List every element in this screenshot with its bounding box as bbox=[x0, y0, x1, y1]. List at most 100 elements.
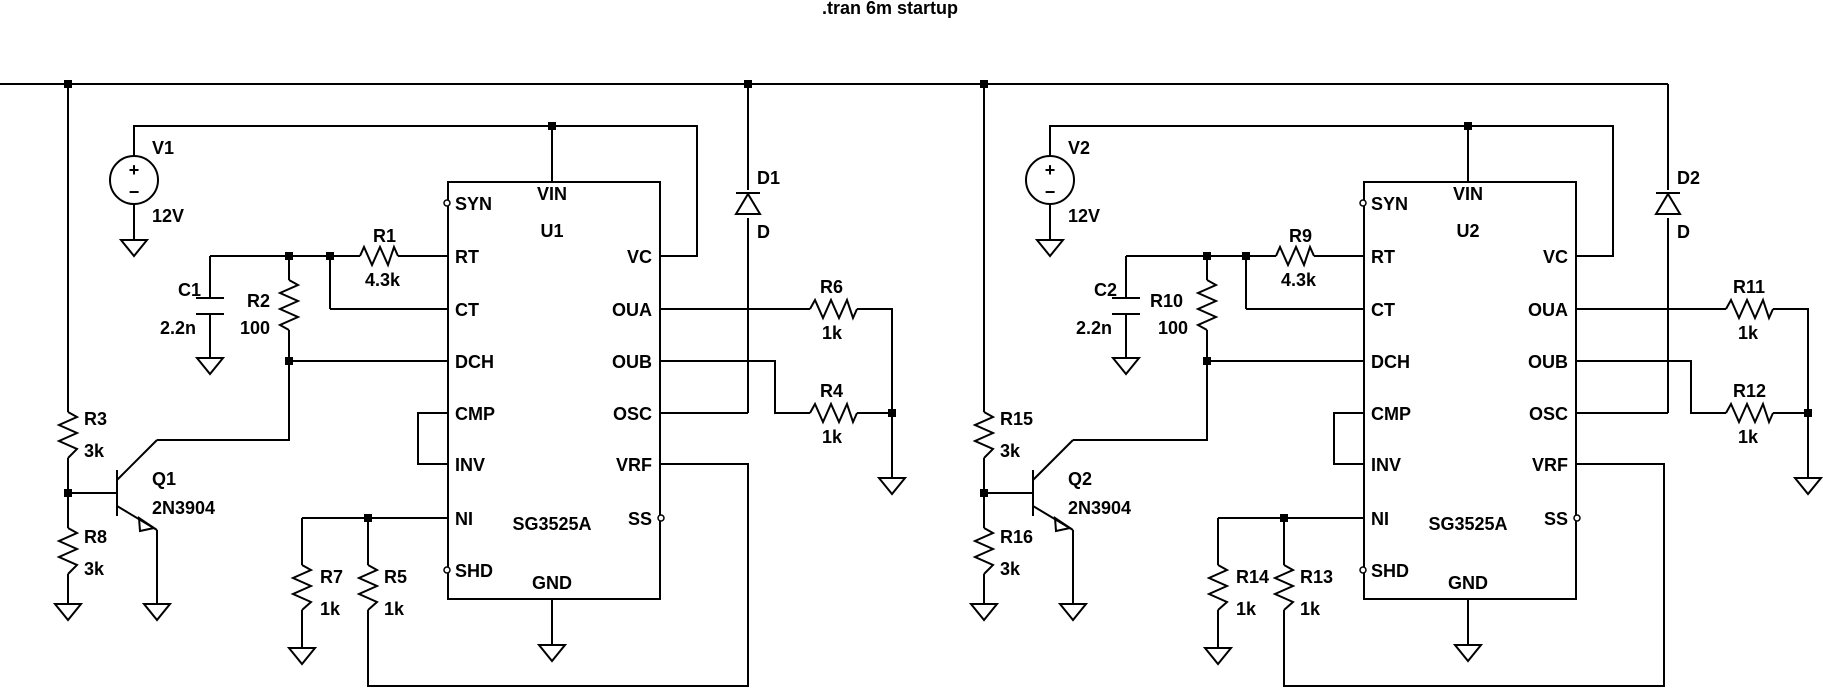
voltage-source-v1[interactable]: + − V1 12V bbox=[109, 138, 184, 226]
ic-ref: U1 bbox=[540, 221, 563, 241]
pin-syn: SYN bbox=[455, 194, 492, 214]
ground-icon bbox=[52, 239, 908, 666]
r5-value: 1k bbox=[384, 599, 405, 619]
pin-ni: NI bbox=[455, 509, 473, 529]
v2-ref: V2 bbox=[1068, 138, 1090, 158]
pin-gnd: GND bbox=[1448, 573, 1488, 593]
resistor-r14[interactable]: R14 1k bbox=[1206, 564, 1269, 619]
r10-value: 100 bbox=[1158, 318, 1188, 338]
v1-ref: V1 bbox=[152, 138, 174, 158]
r16-value: 3k bbox=[1000, 559, 1021, 579]
ground-icon bbox=[968, 239, 1823, 666]
ic-part: SG3525A bbox=[512, 514, 591, 534]
v1-value: 12V bbox=[152, 206, 184, 226]
pin-vin: VIN bbox=[537, 184, 567, 204]
transistor-q2[interactable]: Q2 2N3904 bbox=[1032, 439, 1131, 533]
d2-value: D bbox=[1677, 222, 1690, 242]
pin-osc: OSC bbox=[1529, 404, 1568, 424]
r7-value: 1k bbox=[320, 599, 341, 619]
r6-value: 1k bbox=[822, 323, 843, 343]
pin-syn: SYN bbox=[1371, 194, 1408, 214]
capacitor-c1[interactable]: C1 2.2n bbox=[160, 280, 224, 338]
r5-ref: R5 bbox=[384, 567, 407, 587]
resistor-r4[interactable]: R4 1k bbox=[809, 381, 858, 447]
r1-value: 4.3k bbox=[365, 270, 401, 290]
r2-value: 100 bbox=[240, 318, 270, 338]
q2-ref: Q2 bbox=[1068, 469, 1092, 489]
plus-sign: + bbox=[1045, 160, 1056, 180]
resistor-r10[interactable]: R10 100 bbox=[1150, 279, 1219, 338]
pin-oua: OUA bbox=[1528, 300, 1568, 320]
pin-inv: INV bbox=[455, 455, 485, 475]
pin-ss: SS bbox=[1544, 509, 1568, 529]
ic-part: SG3525A bbox=[1428, 514, 1507, 534]
ic-u2[interactable]: VIN U2 SG3525A GND SYN RT CT DCH CMP INV… bbox=[1359, 181, 1581, 600]
pin-cmp: CMP bbox=[455, 404, 495, 424]
r16-ref: R16 bbox=[1000, 527, 1033, 547]
resistor-r1[interactable]: R1 4.3k bbox=[359, 226, 401, 290]
resistor-r7[interactable]: R7 1k bbox=[290, 564, 343, 619]
resistor-r2[interactable]: R2 100 bbox=[240, 279, 301, 338]
d1-ref: D1 bbox=[757, 168, 780, 188]
pin-shd: SHD bbox=[455, 561, 493, 581]
d1-value: D bbox=[757, 222, 770, 242]
resistor-r16[interactable]: R16 3k bbox=[972, 527, 1033, 579]
r12-ref: R12 bbox=[1733, 381, 1766, 401]
resistor-r13[interactable]: R13 1k bbox=[1272, 564, 1333, 619]
c1-ref: C1 bbox=[178, 280, 201, 300]
pin-rt: RT bbox=[1371, 247, 1395, 267]
diode-d1[interactable]: D1 D bbox=[734, 168, 780, 242]
r4-value: 1k bbox=[822, 427, 843, 447]
pin-dch: DCH bbox=[1371, 352, 1410, 372]
spice-directive: .tran 6m startup bbox=[822, 0, 958, 18]
c2-value: 2.2n bbox=[1076, 318, 1112, 338]
r2-ref: R2 bbox=[247, 291, 270, 311]
pin-gnd: GND bbox=[532, 573, 572, 593]
voltage-source-v2[interactable]: + − V2 12V bbox=[1025, 138, 1100, 226]
resistor-r9[interactable]: R9 4.3k bbox=[1275, 226, 1317, 290]
resistor-r3[interactable]: R3 3k bbox=[56, 409, 107, 461]
pin-vrf: VRF bbox=[616, 455, 652, 475]
r11-ref: R11 bbox=[1733, 277, 1765, 297]
q1-value: 2N3904 bbox=[152, 498, 215, 518]
c2-ref: C2 bbox=[1094, 280, 1117, 300]
r8-value: 3k bbox=[84, 559, 105, 579]
r14-value: 1k bbox=[1236, 599, 1257, 619]
resistor-r6[interactable]: R6 1k bbox=[809, 277, 858, 343]
capacitor-c2[interactable]: C2 2.2n bbox=[1076, 280, 1140, 338]
r1-ref: R1 bbox=[373, 226, 396, 246]
r6-ref: R6 bbox=[820, 277, 843, 297]
pin-oub: OUB bbox=[612, 352, 652, 372]
transistor-q1[interactable]: Q1 2N3904 bbox=[116, 439, 215, 533]
v2-value: 12V bbox=[1068, 206, 1100, 226]
resistor-r5[interactable]: R5 1k bbox=[356, 564, 407, 619]
r12-value: 1k bbox=[1738, 427, 1759, 447]
r4-ref: R4 bbox=[820, 381, 843, 401]
r11-value: 1k bbox=[1738, 323, 1759, 343]
minus-sign: − bbox=[129, 182, 140, 202]
r13-value: 1k bbox=[1300, 599, 1321, 619]
junctions-2 bbox=[980, 80, 1812, 522]
pin-ni: NI bbox=[1371, 509, 1389, 529]
r14-ref: R14 bbox=[1236, 567, 1269, 587]
r7-ref: R7 bbox=[320, 567, 343, 587]
r13-ref: R13 bbox=[1300, 567, 1333, 587]
stage-2: + − V2 12V VIN U2 SG3525A GND SYN RT CT … bbox=[968, 80, 1823, 687]
pin-oub: OUB bbox=[1528, 352, 1568, 372]
r3-ref: R3 bbox=[84, 409, 107, 429]
diode-d2[interactable]: D2 D bbox=[1654, 168, 1700, 242]
ic-u1[interactable]: VIN U1 SG3525A GND SYN RT CT DCH CMP INV… bbox=[443, 181, 665, 600]
resistor-r15[interactable]: R15 3k bbox=[972, 409, 1033, 461]
q2-value: 2N3904 bbox=[1068, 498, 1131, 518]
r15-value: 3k bbox=[1000, 441, 1021, 461]
c1-value: 2.2n bbox=[160, 318, 196, 338]
pin-ct: CT bbox=[1371, 300, 1395, 320]
resistor-r8[interactable]: R8 3k bbox=[56, 527, 107, 579]
pin-vrf: VRF bbox=[1532, 455, 1568, 475]
r10-ref: R10 bbox=[1150, 291, 1183, 311]
resistor-r11[interactable]: R11 1k bbox=[1725, 277, 1774, 343]
resistor-r12[interactable]: R12 1k bbox=[1725, 381, 1774, 447]
r8-ref: R8 bbox=[84, 527, 107, 547]
d2-ref: D2 bbox=[1677, 168, 1700, 188]
r9-value: 4.3k bbox=[1281, 270, 1317, 290]
